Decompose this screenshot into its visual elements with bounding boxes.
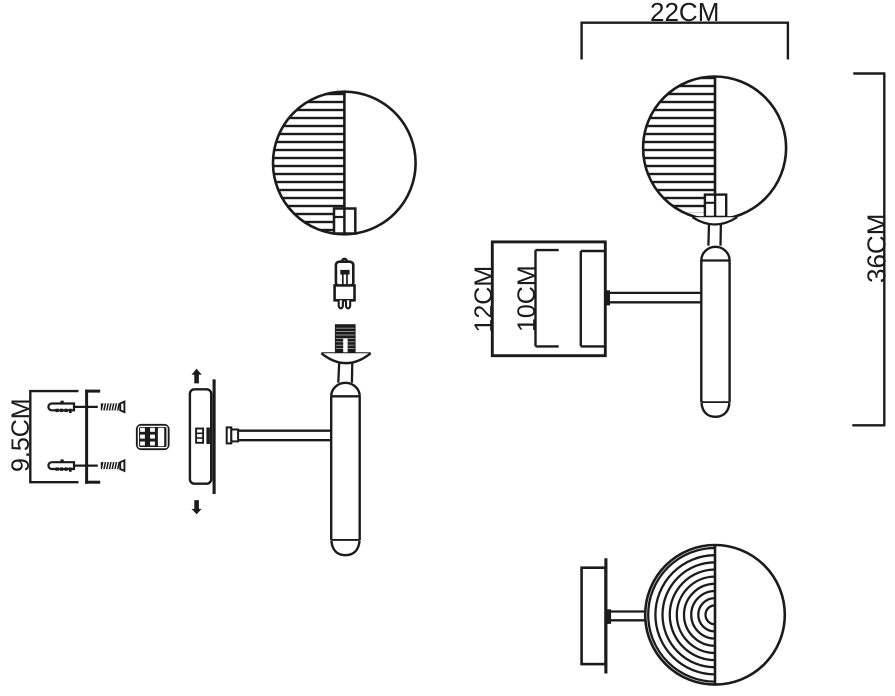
svg-text:10CM: 10CM (513, 265, 541, 332)
svg-text:12CM: 12CM (470, 266, 498, 333)
svg-text:36CM: 36CM (861, 214, 891, 283)
